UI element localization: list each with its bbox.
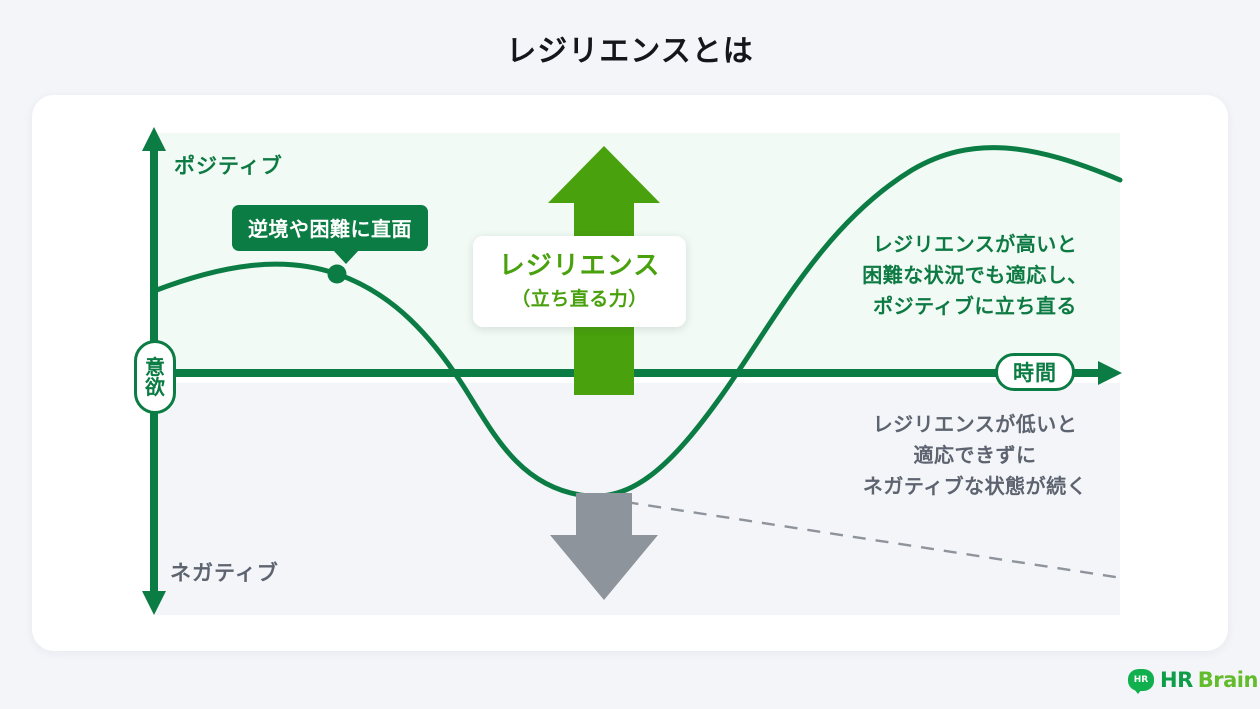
adversity-badge: 逆境や困難に直面 [232, 205, 428, 264]
high-resilience-note-line-2: 困難な状況でも適応し、 [862, 263, 1088, 287]
low-resilience-note-line-3: ネガティブな状態が続く [862, 474, 1088, 498]
y-axis-label-char2: 欲 [145, 375, 165, 399]
hrbrain-wordmark-brain: Brain [1197, 668, 1259, 692]
hrbrain-wordmark-hr: HR [1160, 668, 1193, 692]
y-axis-label-pill: 意 欲 [134, 340, 176, 414]
y-axis-arrow-up [142, 127, 166, 151]
hrbrain-mark-text: HR [1133, 675, 1149, 685]
page-title: レジリエンスとは [506, 34, 754, 69]
resilience-card-title: レジリエンス [498, 251, 661, 282]
negative-label: ネガティブ [170, 561, 279, 585]
resilience-callout-card: レジリエンス （立ち直る力） [473, 236, 686, 327]
hrbrain-logo: HR HR Brain [1128, 668, 1259, 694]
x-axis-arrow-right [1098, 361, 1122, 385]
hrbrain-speech-bubble-icon: HR [1128, 669, 1154, 694]
x-axis-label-pill: 時間 [995, 353, 1075, 391]
low-resilience-note: レジリエンスが低いと 適応できずに ネガティブな状態が続く [830, 409, 1120, 502]
decline-down-arrow-shape [550, 493, 658, 600]
resilience-diagram: ポジティブ ネガティブ 意 欲 時間 逆境や困難に直面 レジリエンス （立ち直る… [32, 95, 1228, 651]
low-resilience-note-line-1: レジリエンスが低いと [872, 412, 1078, 436]
high-resilience-note-line-1: レジリエンスが高いと [872, 232, 1078, 256]
y-axis-arrow-down [142, 591, 166, 615]
high-resilience-note: レジリエンスが高いと 困難な状況でも適応し、 ポジティブに立ち直る [830, 229, 1120, 322]
positive-label: ポジティブ [174, 154, 283, 178]
y-axis-label-char1: 意 [145, 354, 165, 379]
resilience-card-subtitle: （立ち直る力） [511, 287, 648, 310]
adversity-marker-dot [327, 264, 347, 284]
negative-zone-background [154, 383, 1120, 615]
low-resilience-note-line-2: 適応できずに [913, 443, 1037, 467]
high-resilience-note-line-3: ポジティブに立ち直る [873, 294, 1077, 318]
diagram-labels-layer: ポジティブ ネガティブ 意 欲 時間 逆境や困難に直面 レジリエンス （立ち直る… [32, 95, 1228, 651]
